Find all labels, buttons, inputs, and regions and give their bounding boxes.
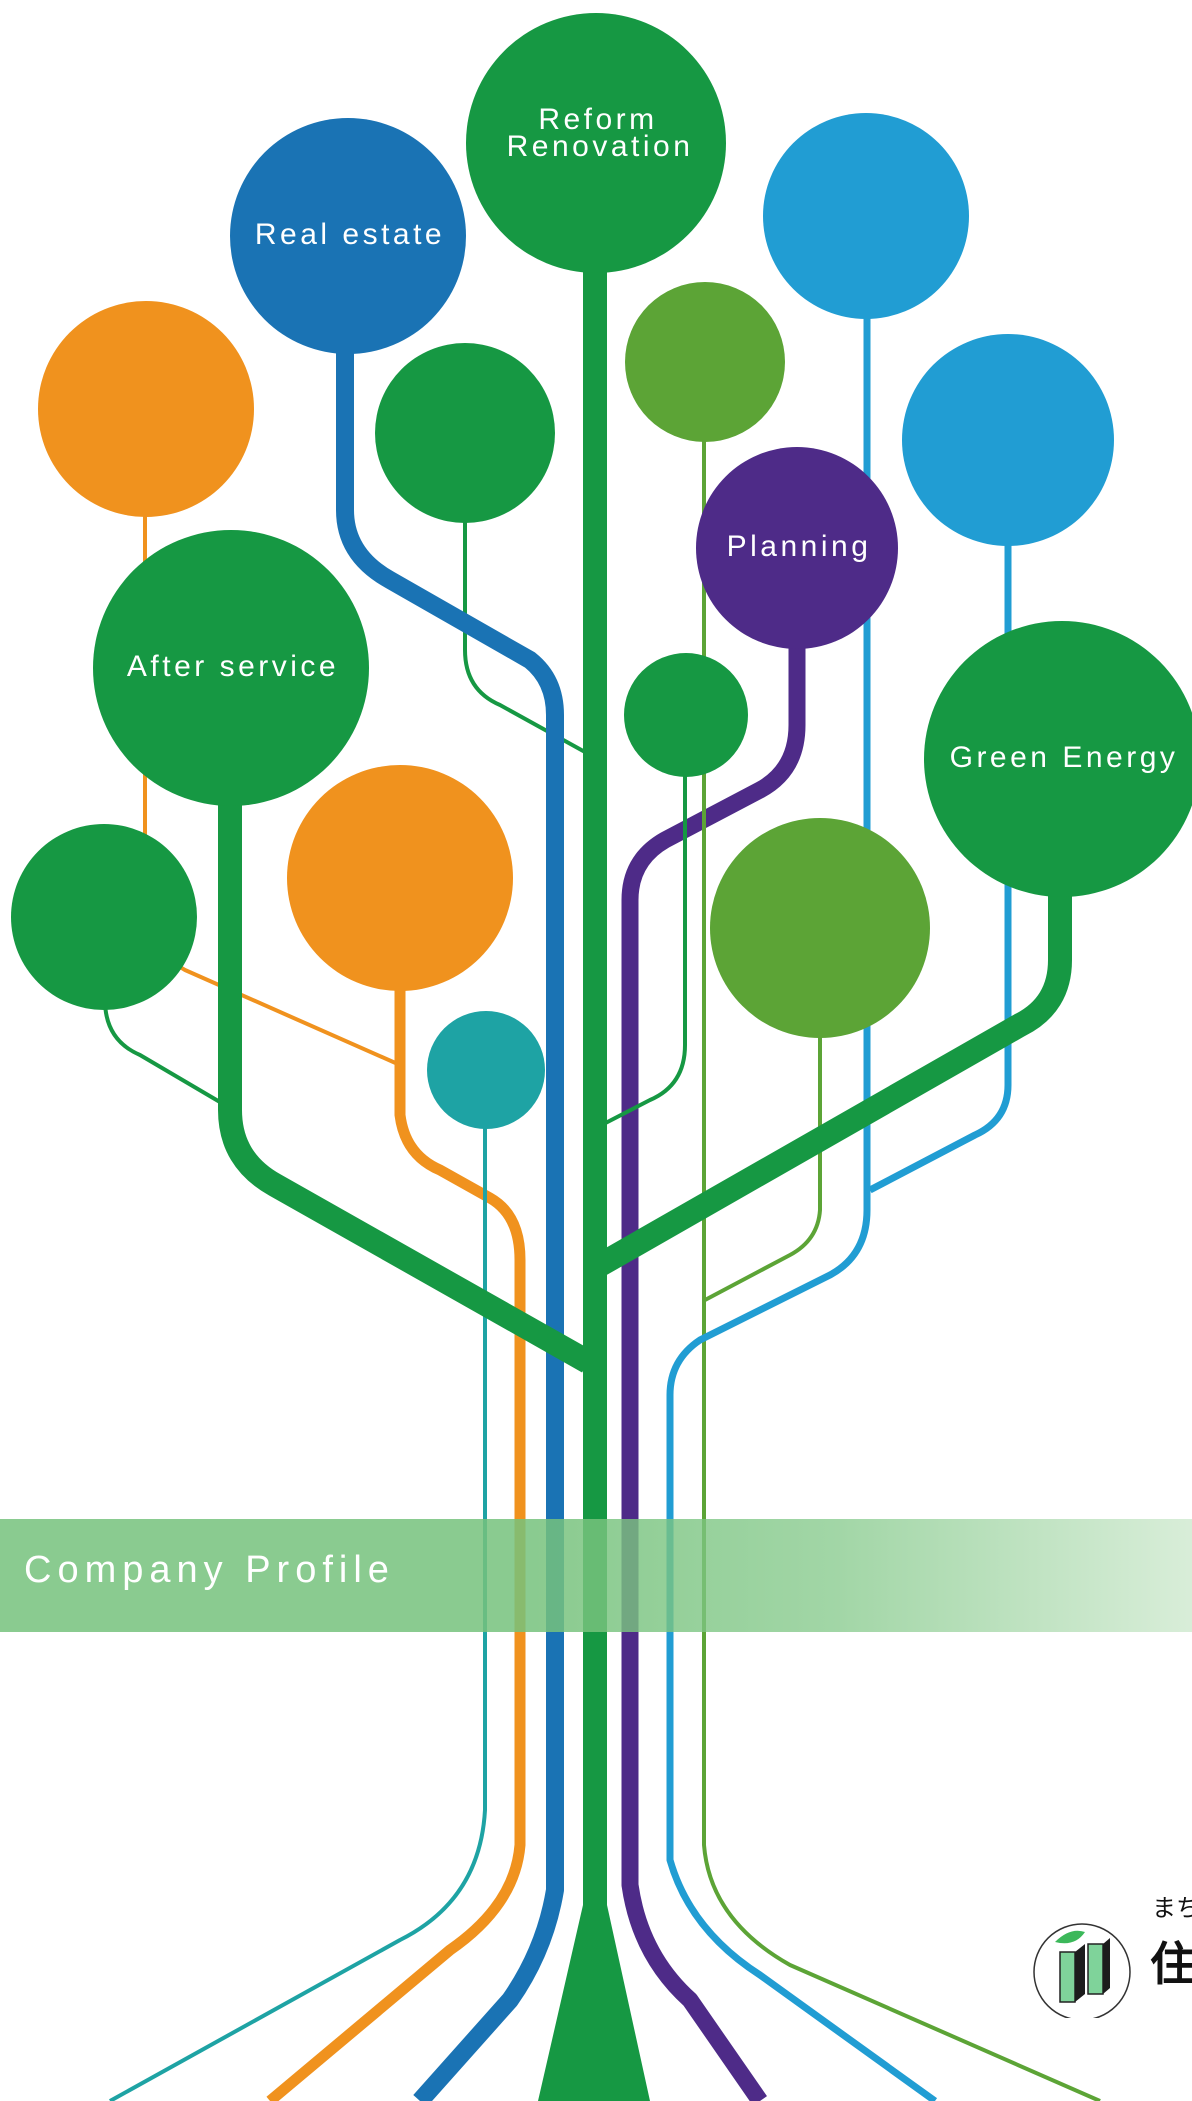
reform-label-line1: Reform <box>538 103 657 136</box>
green-branch-small-center <box>591 775 687 1132</box>
real-estate-label: Real estate <box>255 218 445 251</box>
logo-tagline: まち <box>1152 1894 1192 1922</box>
after-service-bubble <box>93 530 369 806</box>
orange-branch-center <box>266 985 526 2101</box>
planning-label: Planning <box>727 530 872 563</box>
real-estate-bubble <box>230 118 466 354</box>
light-blue-branch-top <box>666 315 938 2101</box>
light-blue-bubble-right <box>902 334 1114 546</box>
green-energy-label: Green Energy <box>950 741 1179 774</box>
company-logo: まち 住 <box>1030 1888 1192 2018</box>
green-bubble-small-left <box>11 824 197 1010</box>
lime-bubble-low <box>710 818 930 1038</box>
teal-bubble <box>427 1011 545 1129</box>
green-energy-bubble <box>924 621 1192 897</box>
light-blue-branch-right <box>868 540 1012 1194</box>
light-blue-bubble-top <box>763 113 969 319</box>
trunk <box>538 270 650 2101</box>
purple-branch <box>621 645 806 2101</box>
green-branch-after-service <box>218 800 594 1373</box>
orange-bubble-center <box>287 765 513 991</box>
reform-label-line2: Renovation <box>507 130 694 163</box>
teal-branch <box>109 1125 487 2101</box>
planning-bubble <box>696 447 898 649</box>
lime-branch-right <box>702 440 1101 2101</box>
company-mark-icon <box>1033 1923 1131 2018</box>
green-bubble-inner <box>375 343 555 523</box>
green-branch-small-left <box>103 999 227 1107</box>
reform-bubble <box>466 13 726 273</box>
company-profile-title: Company Profile <box>24 1549 395 1591</box>
lime-branch-low <box>704 1035 822 1302</box>
company-profile-banner: Company Profile <box>0 1519 1192 1632</box>
orange-bubble-top-left <box>38 301 254 517</box>
green-bubble-small-center <box>624 653 748 777</box>
green-branch-inner <box>463 520 586 754</box>
lime-bubble-top <box>625 282 785 442</box>
dark-blue-branch <box>336 345 564 2101</box>
green-branch-green-energy <box>594 890 1072 1276</box>
after-service-label: After service <box>127 650 339 683</box>
logo-name: 住 <box>1150 1937 1192 1991</box>
